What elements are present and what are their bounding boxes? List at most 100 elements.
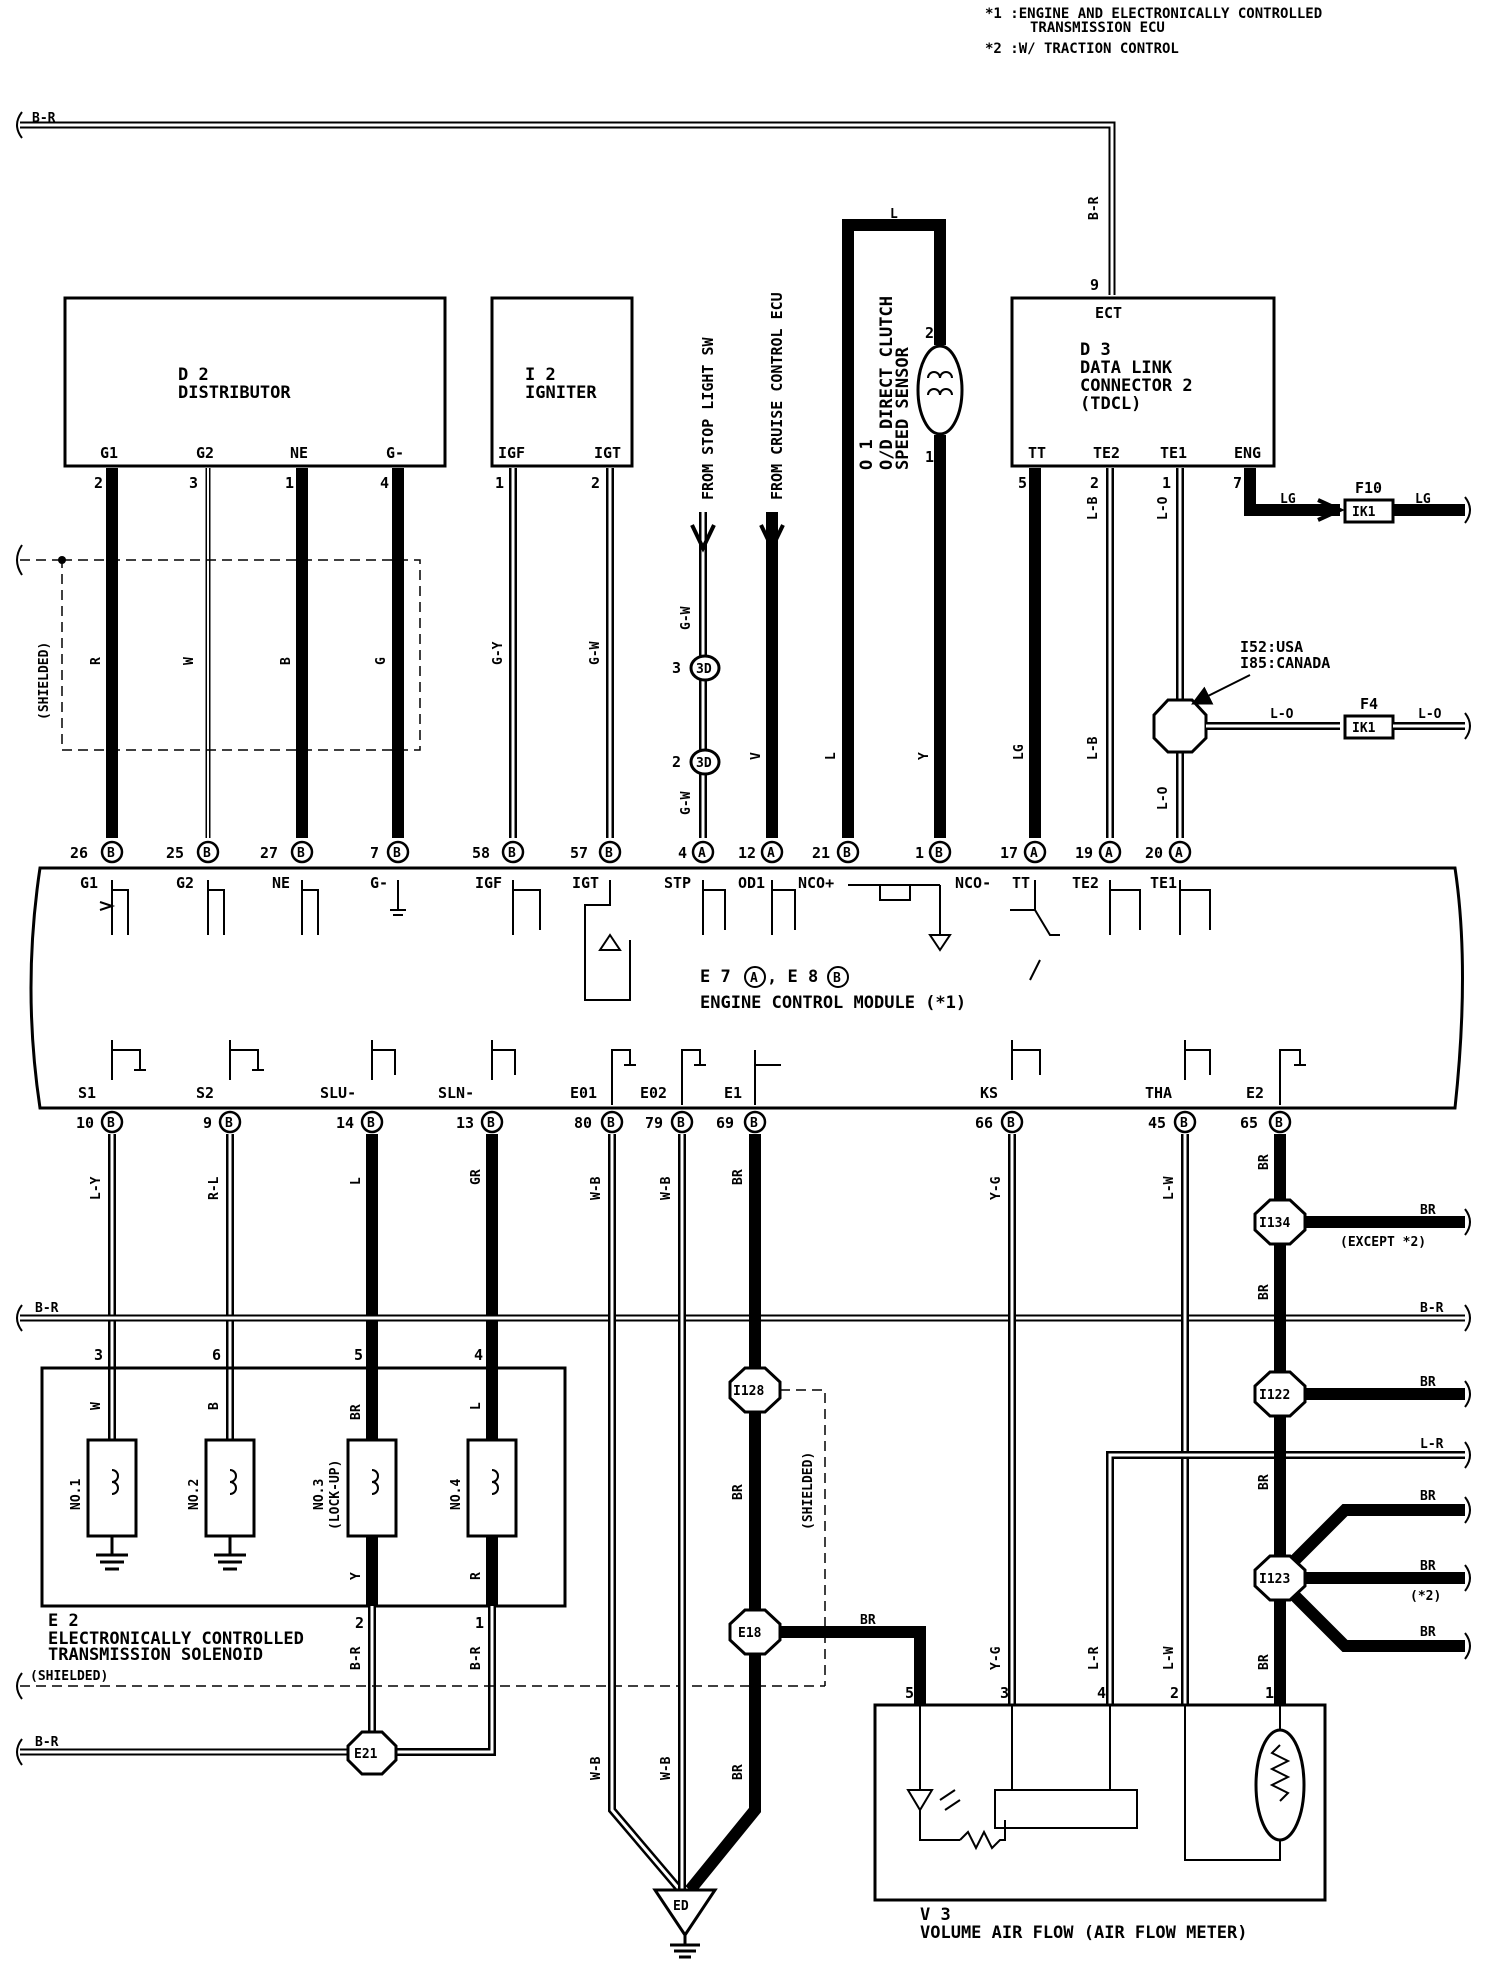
e2w-wire-label: BR <box>1257 1154 1272 1170</box>
lr-low-wire-label: L-R <box>1087 1646 1102 1670</box>
e2-name-1: ELECTRONICALLY CONTROLLED <box>48 1629 304 1649</box>
ecm-bottom-pins: B 10 S1 B 9 S2 B 14 SLU- B 13 SLN- B 80 … <box>76 1084 1292 1134</box>
note-line-1: *1 :ENGINE AND ELECTRONICALLY CONTROLLED <box>985 6 1322 22</box>
engine-control-module: E 7 A , E 8 B ENGINE CONTROL MODULE (*1) <box>29 866 1464 1110</box>
i123-out1-wire-label: BR <box>1420 1489 1436 1504</box>
ecm-bot-pin-name: E01 <box>570 1084 597 1102</box>
e2-out1-wire-label: B-R <box>349 1646 364 1670</box>
tha-wire-label: L-W <box>1162 1176 1177 1200</box>
e2-bot-pinnum-2: 2 <box>355 1614 364 1632</box>
star2-label: (*2) <box>1410 1589 1441 1604</box>
i123-splice: I123 <box>1259 1572 1290 1587</box>
e01-low-wire-label: W-B <box>589 1756 604 1780</box>
ecm-bot-pin-name: SLU- <box>320 1084 356 1102</box>
f4-box: IK1 <box>1352 721 1376 736</box>
jc-3d-bottom: 3D <box>696 756 712 771</box>
ecm-top-pin-num: 1 <box>915 844 924 862</box>
ecm-bot-pin-num: 80 <box>574 1114 592 1132</box>
ecm-bot-pin-conn: B <box>607 1116 615 1131</box>
br-mid-right-label: B-R <box>1420 1301 1444 1316</box>
ecm-bot-pin-name: KS <box>980 1084 998 1102</box>
d3-name-2: CONNECTOR 2 <box>1080 376 1193 396</box>
ecm-top-pin-name: G1 <box>80 874 98 892</box>
ecm-top-pin-name: OD1 <box>738 874 765 892</box>
distributor-d2: D 2 DISTRIBUTOR G1 G2 NE G- 2 3 1 4 <box>63 296 447 492</box>
v3-code: V 3 <box>920 1905 951 1925</box>
e18-v3-wire-label: BR <box>860 1613 876 1628</box>
bottom-shield-label: (SHIELDED) <box>30 1669 108 1684</box>
ecm-bot-pin-conn: B <box>107 1116 115 1131</box>
ecm-top-pin-conn: A <box>698 846 706 861</box>
data-link-connector-d3: ECT 9 D 3 DATA LINK CONNECTOR 2 (TDCL) T… <box>1010 276 1471 838</box>
ecm-bot-pin-num: 45 <box>1148 1114 1166 1132</box>
br-top-wire: B-R B-R <box>16 111 1116 295</box>
d2-pinnum-4: 4 <box>380 474 389 492</box>
ecm-top-pin-name: G- <box>370 874 388 892</box>
e1-wire-label: BR <box>731 1169 746 1185</box>
ecm-bot-pin-num: 9 <box>203 1114 212 1132</box>
sol-no3-label: NO.3 <box>312 1479 327 1510</box>
ecm-top-pin-conn: A <box>767 846 775 861</box>
eng-out-wire-label: LG <box>1415 492 1431 507</box>
d3-pin-tt: TT <box>1028 444 1046 462</box>
sol3-wire-label: BR <box>349 1404 364 1420</box>
e21-splice: E21 <box>354 1747 378 1762</box>
ecm-code-b: B <box>833 971 841 986</box>
d3-name-3: (TDCL) <box>1080 394 1141 414</box>
ecm-top-pin-conn: A <box>1030 846 1038 861</box>
d2-name: DISTRIBUTOR <box>178 383 291 403</box>
br-top-label: B-R <box>32 111 56 126</box>
igf-wire-label: G-Y <box>491 641 506 665</box>
ecm-bot-pin-conn: B <box>367 1116 375 1131</box>
o1-code: O 1 <box>857 439 877 470</box>
ecm-bot-pin-conn: B <box>1275 1116 1283 1131</box>
e1-low-wire-label: BR <box>731 1764 746 1780</box>
ecm-top-pin-num: 57 <box>570 844 588 862</box>
sol-lockup-label: (LOCK-UP) <box>328 1460 343 1530</box>
ecm-top-pin-conn: B <box>508 846 516 861</box>
ecm-top-pin-conn: B <box>843 846 851 861</box>
sln-wire-label: GR <box>469 1169 484 1185</box>
o1-name-2: SPEED SENSOR <box>893 346 913 470</box>
nco-minus-wire-label: Y <box>917 752 932 760</box>
d3-top-pin-label: ECT <box>1095 304 1122 322</box>
ne-wire-label: B <box>279 657 294 665</box>
i123-out3-wire-label: BR <box>1420 1625 1436 1640</box>
slu-wire-label: L <box>349 1177 364 1185</box>
te2-lower-wire-label: L-B <box>1086 736 1101 760</box>
nco-plus-wire-label: L <box>824 752 839 760</box>
i128-splice: I128 <box>733 1384 764 1399</box>
i2-pin-igf: IGF <box>498 444 525 462</box>
e2-bot-pinnum-1: 1 <box>475 1614 484 1632</box>
f10-code: F10 <box>1355 479 1382 497</box>
d3-pin-te2: TE2 <box>1093 444 1120 462</box>
distributor-wires: R W B G (SHIELDED) <box>16 468 421 838</box>
d2-pinnum-2: 3 <box>189 474 198 492</box>
sol-no1-label: NO.1 <box>69 1479 84 1510</box>
ecm-bot-pin-conn: B <box>677 1116 685 1131</box>
v3-pinnum-1: 1 <box>1265 1684 1274 1702</box>
od1-wire-label: V <box>749 752 764 760</box>
igt-wire-label: G-W <box>588 641 603 665</box>
ecm-code: E 7 <box>700 967 731 987</box>
ks-tha-wires: Y-G Y-G L-W L-W L-R L-R <box>989 1134 1471 1705</box>
ecm-internal-bottom <box>111 1040 1306 1105</box>
d3-pinnum-te2: 2 <box>1090 474 1099 492</box>
ks-low-wire-label: Y-G <box>989 1646 1004 1670</box>
e1-shield-label: (SHIELDED) <box>801 1452 816 1530</box>
solenoid-e2: 3 6 5 4 W B BR L NO.1 NO.2 NO.3 (LOCK-UP… <box>40 1346 567 1665</box>
d2-pinnum-3: 1 <box>285 474 294 492</box>
ecm-bot-pin-conn: B <box>1180 1116 1188 1131</box>
e2-ground-wire: BR BR BR BR I134 BR (EXCEPT *2) I122 BR … <box>1253 1134 1471 1705</box>
i85-note: I85:CANADA <box>1240 654 1330 672</box>
o1-pinnum-2: 2 <box>925 324 934 342</box>
ecm-bot-pin-name: E2 <box>1246 1084 1264 1102</box>
e2w-mid2-wire-label: BR <box>1257 1474 1272 1490</box>
ecm-top-pin-num: 27 <box>260 844 278 862</box>
e2w-mid-wire-label: BR <box>1257 1284 1272 1300</box>
eng-wire-label: LG <box>1280 492 1296 507</box>
ecm-top-pin-num: 12 <box>738 844 756 862</box>
ecm-top-pin-name: TT <box>1012 874 1030 892</box>
f4-in-wire-label: L-O <box>1270 707 1294 722</box>
d3-pinnum-te1: 1 <box>1162 474 1171 492</box>
